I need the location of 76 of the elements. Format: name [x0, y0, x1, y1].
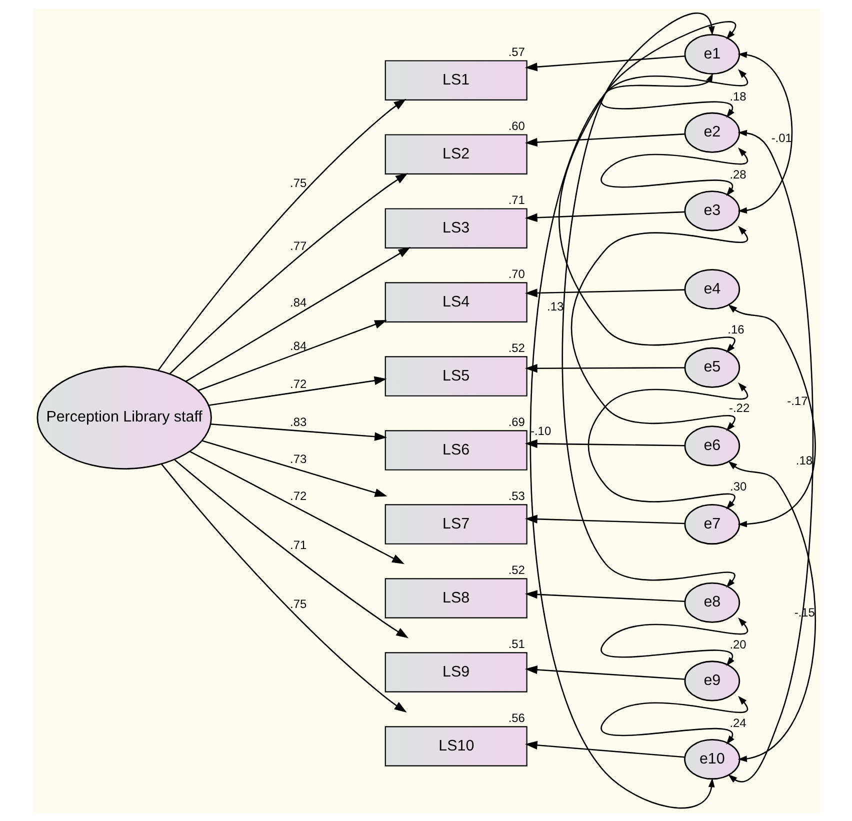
arrow — [600, 69, 748, 118]
arrow — [184, 247, 410, 382]
arrow — [728, 130, 814, 783]
arrow — [524, 590, 684, 602]
edge-label: .28 — [729, 168, 746, 182]
arrow — [524, 439, 684, 448]
node-ellipse: e10 — [684, 739, 740, 780]
edge-label: -.17 — [786, 394, 808, 408]
arrow — [524, 288, 684, 298]
arrow — [570, 226, 746, 432]
edge-label: .75 — [290, 176, 306, 190]
node-ellipse: e9 — [684, 660, 740, 702]
arrow — [210, 423, 387, 441]
edge-label: .84 — [290, 338, 306, 353]
arrow — [208, 376, 386, 406]
node-label: .57 — [508, 45, 524, 60]
edge-label: .83 — [290, 415, 306, 430]
edge-label: .30 — [729, 480, 746, 494]
arrow — [524, 665, 684, 680]
arrow — [168, 173, 408, 374]
edge-label: .84 — [290, 295, 306, 310]
arrow — [160, 464, 406, 712]
arrow — [728, 461, 816, 762]
node-label: .53 — [508, 489, 524, 504]
edge-label: -.01 — [770, 130, 792, 145]
edge-label: -.22 — [728, 401, 750, 416]
edge-label: .72 — [290, 377, 306, 392]
arrow — [174, 459, 408, 638]
arrow — [202, 440, 387, 497]
edge-label: -.10 — [530, 424, 551, 438]
arrow — [524, 514, 684, 524]
node-ellipse: e5 — [684, 347, 740, 388]
arrow — [600, 147, 748, 196]
arrow — [188, 450, 404, 564]
node-label: .70 — [508, 267, 524, 282]
edge-label: .75 — [290, 596, 306, 611]
node-ellipse: e3 — [684, 190, 740, 232]
arrow — [157, 98, 406, 371]
edge-label: .72 — [290, 489, 306, 504]
arrow — [600, 617, 748, 666]
edge-label: .71 — [290, 538, 306, 552]
arrow — [558, 21, 735, 353]
edge-label: .24 — [729, 716, 746, 730]
edge-label: .73 — [290, 452, 306, 466]
node-ellipse: Perception Library staff — [36, 366, 212, 470]
node-label: .52 — [508, 563, 524, 578]
arrow — [524, 211, 684, 222]
node-ellipse: e1 — [684, 34, 740, 75]
node-label: .51 — [508, 637, 524, 652]
node-ellipse: e8 — [684, 582, 740, 623]
node-label: .52 — [508, 341, 524, 356]
arrow — [197, 320, 387, 392]
node-label: .56 — [508, 711, 524, 726]
edge-label: .77 — [290, 238, 306, 253]
edge-label: .13 — [546, 300, 564, 314]
node-label: .60 — [508, 119, 524, 134]
node-label: .69 — [508, 415, 524, 430]
arrow — [728, 304, 816, 528]
node-ellipse: e6 — [684, 426, 740, 466]
arrow — [529, 73, 714, 808]
arrow — [524, 740, 684, 758]
arrow — [587, 382, 748, 510]
arrow — [600, 696, 748, 745]
edge-label: .20 — [729, 638, 746, 652]
node-ellipse: e7 — [684, 504, 740, 545]
arrow — [562, 12, 734, 588]
edge-label: .18 — [795, 454, 812, 468]
arrow — [524, 56, 685, 72]
arrow — [737, 52, 792, 214]
arrow — [524, 133, 684, 147]
node-ellipse: e2 — [684, 112, 740, 153]
edge-label: .16 — [727, 322, 744, 337]
node-label: .71 — [508, 193, 524, 208]
edge-label: .18 — [729, 89, 746, 104]
arrow — [524, 364, 684, 373]
node-ellipse: e4 — [684, 268, 740, 310]
